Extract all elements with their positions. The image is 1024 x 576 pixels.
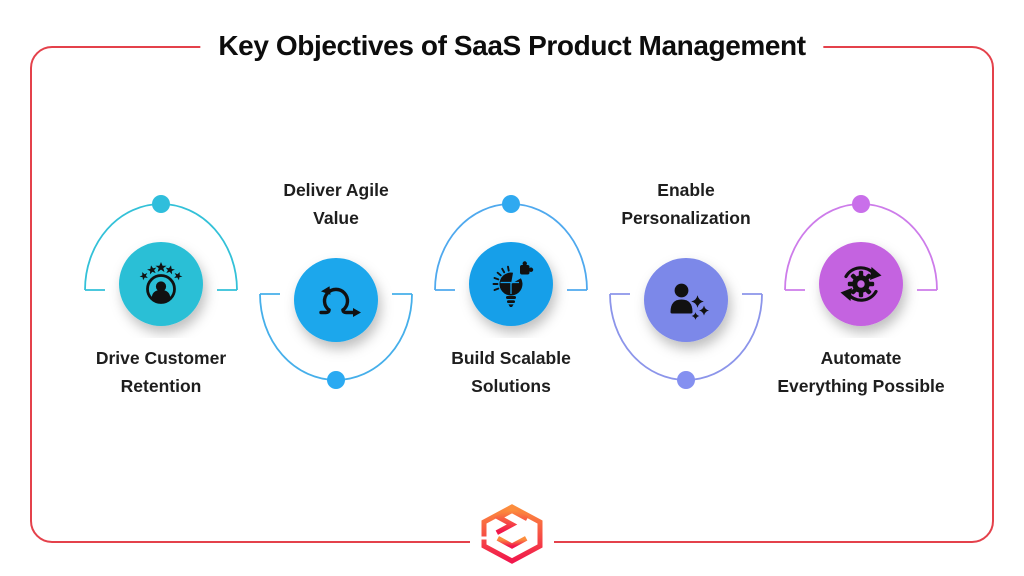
scalable-solution-icon bbox=[492, 261, 534, 307]
agile-sprint-icon bbox=[319, 286, 361, 317]
item-circle bbox=[644, 258, 728, 342]
item-label: Drive Customer Retention bbox=[95, 348, 227, 396]
arc-circle-graphic bbox=[434, 195, 588, 326]
item-label: Enable Personalization bbox=[621, 180, 751, 228]
objective-item-automate-everything: Automate Everything Possible bbox=[751, 162, 971, 400]
arc-circle-graphic bbox=[609, 258, 763, 389]
item-label: Automate Everything Possible bbox=[777, 348, 945, 396]
page-title: Key Objectives of SaaS Product Managemen… bbox=[200, 24, 824, 68]
objective-item-deliver-agile-value: Deliver Agile Value bbox=[226, 176, 446, 422]
arc-circle-graphic bbox=[784, 195, 938, 326]
arc-dot bbox=[502, 195, 520, 213]
cube-s-logo bbox=[470, 503, 554, 565]
arc-dot bbox=[852, 195, 870, 213]
objective-item-enable-personalization: Enable Personalization bbox=[576, 176, 796, 422]
cube-s-logo-graphic bbox=[481, 504, 543, 564]
arc-dot bbox=[152, 195, 170, 213]
arc-dot bbox=[327, 371, 345, 389]
item-circle bbox=[294, 258, 378, 342]
arc-circle-graphic bbox=[84, 195, 238, 326]
item-label: Deliver Agile Value bbox=[283, 180, 389, 228]
gear-hole bbox=[857, 280, 865, 288]
arc-dot bbox=[677, 371, 695, 389]
objective-item-build-scalable-solutions: Build Scalable Solutions bbox=[401, 162, 621, 400]
customer-rating-icon bbox=[138, 262, 184, 304]
arc-circle-graphic bbox=[259, 258, 413, 389]
personalization-icon bbox=[670, 283, 709, 320]
objective-item-drive-customer-retention: Drive Customer Retention bbox=[51, 162, 271, 400]
item-label: Build Scalable Solutions bbox=[451, 348, 571, 396]
automation-icon bbox=[840, 266, 882, 302]
